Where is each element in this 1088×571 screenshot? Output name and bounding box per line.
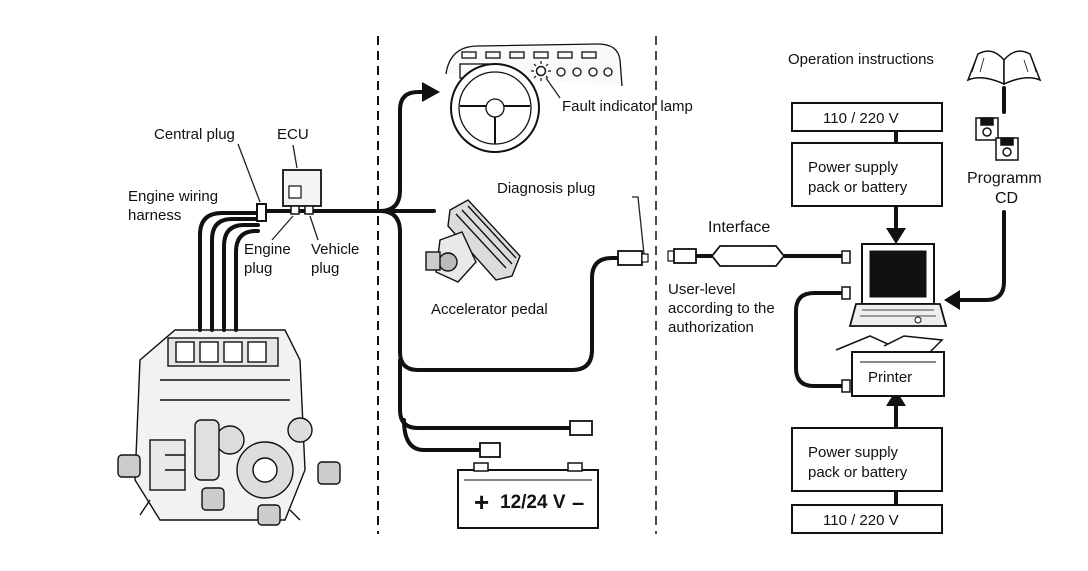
label-interface: Interface <box>708 219 770 236</box>
label-power-supply-bottom-1: Power supply <box>808 444 899 461</box>
label-user-level-3: authorization <box>668 319 754 336</box>
voltage-box-top <box>791 102 943 132</box>
engine-illustration <box>117 329 341 526</box>
label-power-supply-top-1: Power supply <box>808 159 899 176</box>
label-vehicle-plug-2: plug <box>311 260 339 277</box>
power-supply-box-bottom <box>791 427 943 492</box>
sensor-plug <box>569 420 593 436</box>
engine-wiring-harness-wires <box>198 211 260 332</box>
engine-plug <box>290 205 300 215</box>
label-engine-wiring-harness-1: Engine wiring <box>128 188 218 205</box>
interface-cable <box>667 248 851 264</box>
vehicle-plug <box>304 205 314 215</box>
label-ecu: ECU <box>277 126 309 143</box>
laptop <box>848 243 948 327</box>
label-voltage-bottom: 110 / 220 V <box>823 512 899 529</box>
label-accelerator-pedal: Accelerator pedal <box>431 301 548 318</box>
diagnosis-plug-leader <box>632 196 645 255</box>
fault-lamp-arrow <box>422 82 440 102</box>
printer-power-arrow <box>886 390 906 406</box>
label-program-cd-2: CD <box>995 190 1018 207</box>
label-program-cd-1: Programm <box>967 170 1042 187</box>
software-to-laptop-line <box>958 86 1006 302</box>
label-user-level-2: according to the <box>668 300 775 317</box>
floppy-disk-icon <box>975 117 1019 161</box>
label-voltage-top: 110 / 220 V <box>823 110 899 127</box>
ecu-unit <box>282 169 322 215</box>
label-power-supply-top-2: pack or battery <box>808 179 908 196</box>
fault-lamp-leader <box>545 77 561 99</box>
battery <box>457 462 599 529</box>
book-icon <box>966 50 1042 86</box>
label-battery: 12/24 V <box>500 492 566 513</box>
ecu-leader <box>292 144 298 169</box>
central-plug <box>256 203 267 222</box>
label-engine-plug-1: Engine <box>244 241 291 258</box>
label-operation-instructions: Operation instructions <box>788 51 934 68</box>
label-printer: Printer <box>868 369 912 386</box>
label-battery-minus: – <box>572 490 584 515</box>
vehicle-plug-leader <box>309 215 319 241</box>
vehicle-harness-wires <box>378 90 620 452</box>
voltage-box-bottom <box>791 504 943 534</box>
central-plug-leader <box>237 143 261 203</box>
interface-box <box>710 245 786 267</box>
software-to-laptop-arrow <box>944 290 960 310</box>
label-user-level-1: User-level <box>668 281 736 298</box>
fault-indicator-lamp <box>531 61 551 81</box>
accelerator-pedal-illustration <box>425 199 521 283</box>
label-diagnosis-plug: Diagnosis plug <box>497 180 595 197</box>
label-engine-wiring-harness-2: harness <box>128 207 181 224</box>
label-fault-indicator-lamp: Fault indicator lamp <box>562 98 693 115</box>
label-vehicle-plug-1: Vehicle <box>311 241 359 258</box>
laptop-printer-cable <box>794 286 851 393</box>
label-battery-plus: + <box>474 487 489 517</box>
label-central-plug: Central plug <box>154 126 235 143</box>
laptop-power-arrow <box>886 228 906 244</box>
dashboard-illustration <box>445 43 623 153</box>
engine-plug-leader <box>271 215 294 241</box>
battery-plug <box>479 442 501 458</box>
label-power-supply-bottom-2: pack or battery <box>808 464 908 481</box>
diagnosis-plug <box>617 250 649 266</box>
printer <box>835 335 945 397</box>
label-engine-plug-2: plug <box>244 260 272 277</box>
power-supply-box-top <box>791 142 943 207</box>
